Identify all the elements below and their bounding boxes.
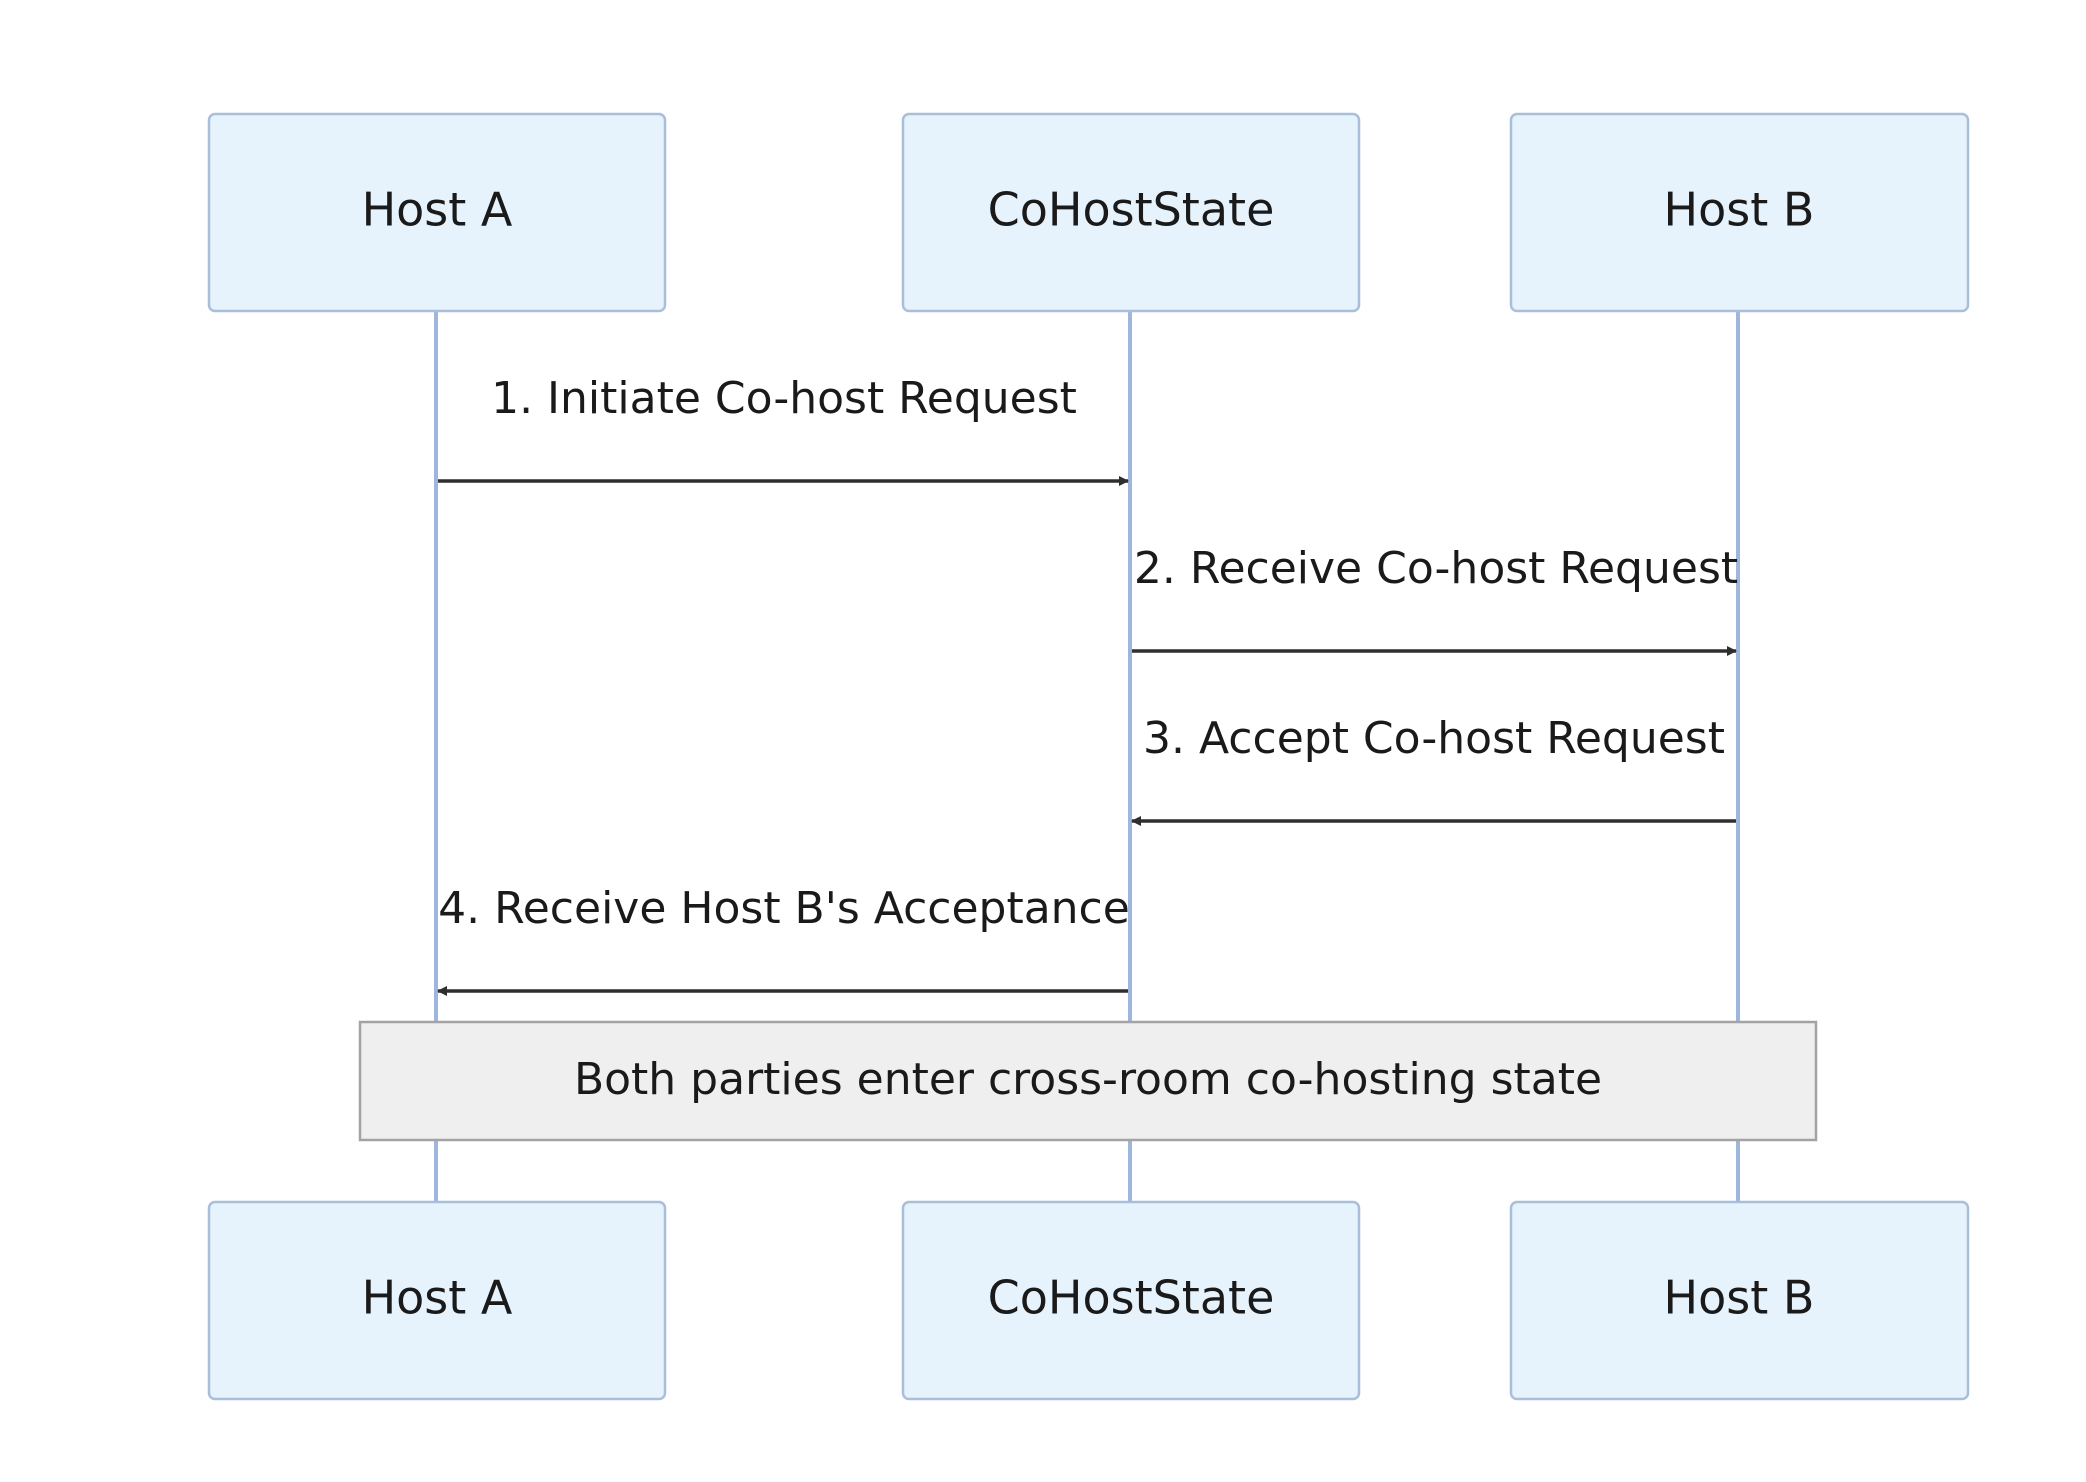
participant-cohoststate-bottom: CoHostState [901,1200,1361,1401]
participant-host-b-top: Host B [1509,112,1970,313]
participant-label: Host A [362,183,513,237]
message-3: 3. Accept Co-host Request [1131,713,1736,826]
message-label: 1. Initiate Co-host Request [491,373,1077,424]
message-2: 2. Receive Co-host Request [1132,543,1738,656]
note: Both parties enter cross-room co-hosting… [358,1020,1818,1142]
message-4: 4. Receive Host B's Acceptance [437,883,1130,996]
message-label: 2. Receive Co-host Request [1134,543,1738,594]
note-box [358,1020,1818,1142]
messages: 1. Initiate Co-host Request 2. Receive C… [437,373,1738,996]
participant-host-a-top: Host A [207,112,667,313]
participant-label: CoHostState [988,183,1275,237]
participant-label: CoHostState [988,1271,1275,1325]
participant-host-b-bottom: Host B [1509,1200,1970,1401]
participant-cohoststate-top: CoHostState [901,112,1361,313]
participants-top: Host A CoHostState Host B [207,112,1970,313]
participant-label: Host B [1664,1271,1815,1325]
participant-label: Host B [1664,183,1815,237]
note-text: Both parties enter cross-room co-hosting… [574,1054,1602,1105]
message-label: 4. Receive Host B's Acceptance [438,883,1130,934]
message-1: 1. Initiate Co-host Request [438,373,1129,486]
participant-host-a-bottom: Host A [207,1200,667,1401]
participants-bottom: Host A CoHostState Host B [207,1200,1970,1401]
participant-label: Host A [362,1271,513,1325]
message-label: 3. Accept Co-host Request [1143,713,1725,764]
